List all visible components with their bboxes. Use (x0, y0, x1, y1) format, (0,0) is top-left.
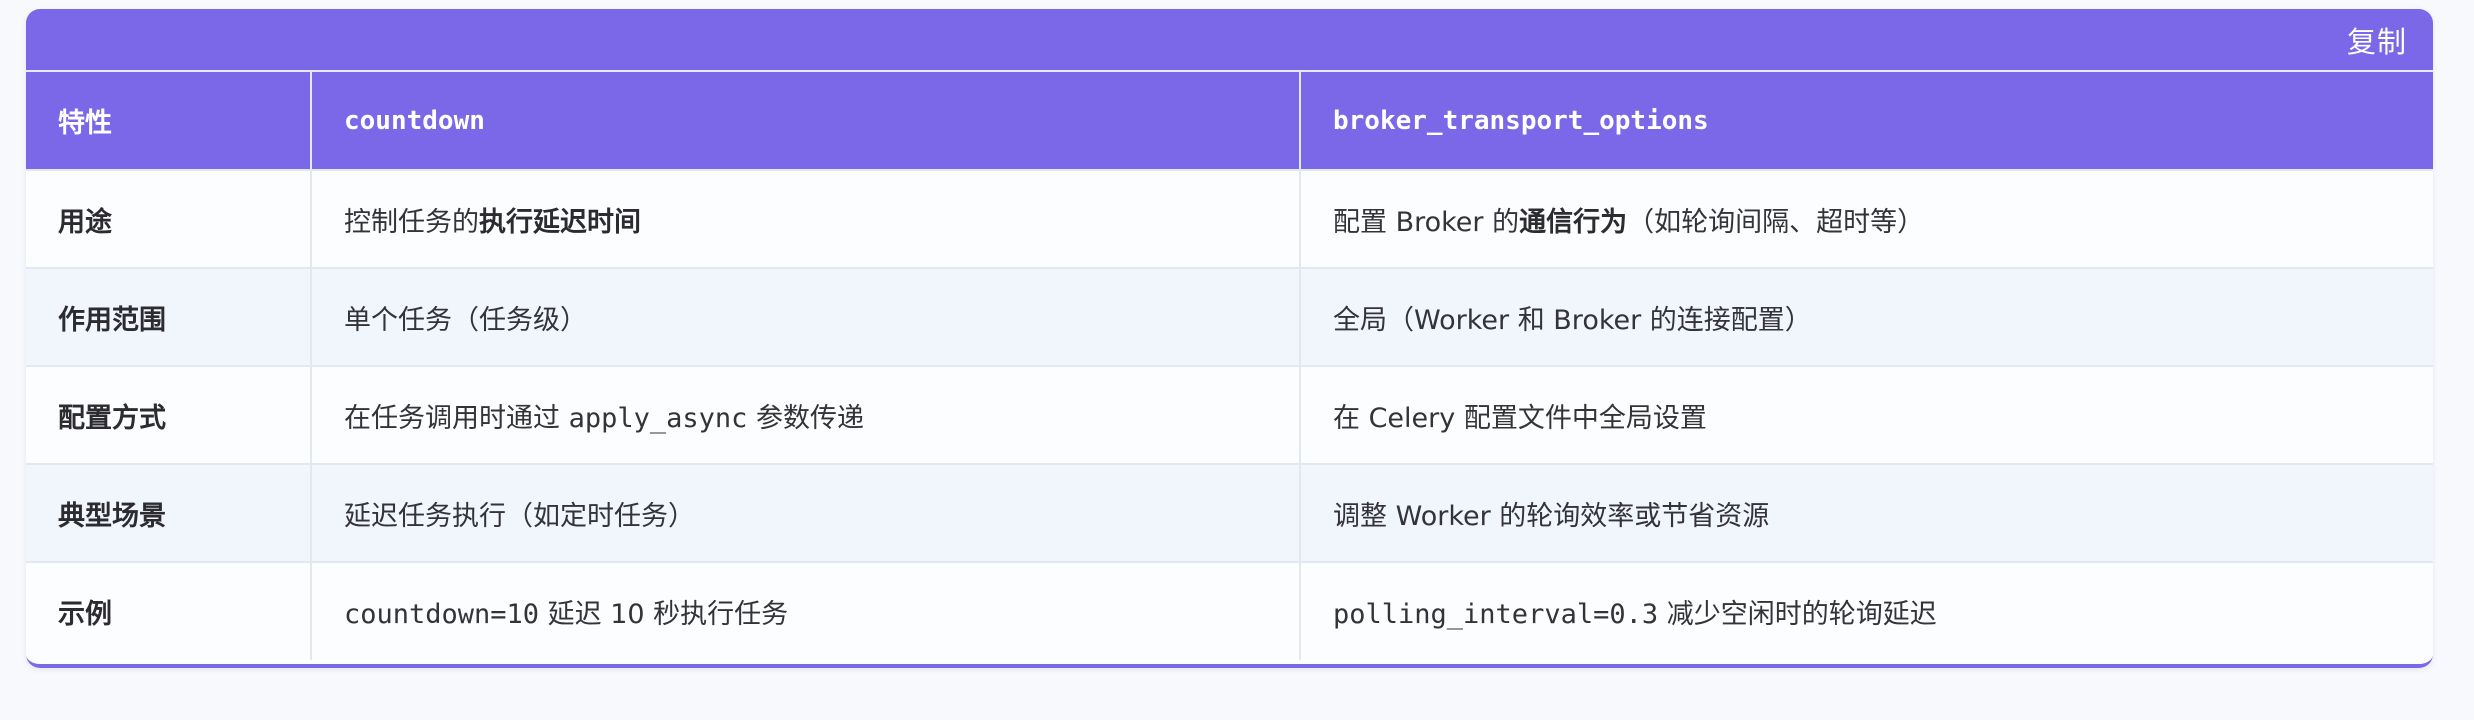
cell-text: 延迟任务执行（如定时任务） (344, 500, 695, 532)
table-row: 配置方式 在任务调用时通过 apply_async 参数传递 在 Celery … (26, 365, 2433, 464)
table-toolbar: 复制 (26, 9, 2433, 72)
table-header-row: 特性 countdown broker_transport_options (26, 72, 2433, 170)
row-label: 配置方式 (26, 365, 312, 464)
row-label: 示例 (26, 561, 312, 660)
cell-text: 控制任务的 (344, 206, 479, 238)
header-feature: 特性 (26, 72, 312, 170)
countdown-cell: 在任务调用时通过 apply_async 参数传递 (311, 365, 1301, 464)
broker-cell: 调整 Worker 的轮询效率或节省资源 (1300, 463, 2433, 562)
cell-text: （如轮询间隔、超时等） (1627, 206, 1925, 238)
inline-code: apply_async (568, 402, 748, 434)
cell-text: 减少空闲时的轮询延迟 (1658, 599, 1937, 630)
table-row: 典型场景 延迟任务执行（如定时任务） 调整 Worker 的轮询效率或节省资源 (26, 463, 2433, 562)
broker-cell: polling_interval=0.3 减少空闲时的轮询延迟 (1300, 561, 2433, 660)
cell-text: 延迟 10 秒执行任务 (539, 599, 789, 630)
inline-code: countdown=10 (344, 599, 540, 630)
cell-text: 配置 Broker 的 (1333, 206, 1520, 238)
header-countdown: countdown (311, 72, 1301, 170)
cell-text: 在任务调用时通过 (344, 402, 569, 434)
row-label: 用途 (26, 169, 312, 268)
broker-cell: 全局（Worker 和 Broker 的连接配置） (1300, 267, 2433, 366)
countdown-cell: 控制任务的执行延迟时间 (311, 169, 1301, 268)
comparison-table-card: 复制 特性 countdown broker_transport_options… (26, 9, 2433, 668)
countdown-cell: 延迟任务执行（如定时任务） (311, 463, 1301, 562)
row-label: 作用范围 (26, 267, 312, 366)
cell-emphasis: 执行延迟时间 (479, 206, 641, 238)
header-broker-transport-options: broker_transport_options (1300, 72, 2433, 170)
countdown-cell: 单个任务（任务级） (311, 267, 1301, 366)
broker-cell: 在 Celery 配置文件中全局设置 (1300, 365, 2433, 464)
table-row: 示例 countdown=10 延迟 10 秒执行任务 polling_inte… (26, 561, 2433, 660)
cell-text: 参数传递 (747, 402, 864, 434)
cell-text: 全局（Worker 和 Broker 的连接配置） (1333, 304, 1812, 336)
comparison-table: 特性 countdown broker_transport_options 用途… (26, 72, 2433, 660)
table-row: 用途 控制任务的执行延迟时间 配置 Broker 的通信行为（如轮询间隔、超时等… (26, 169, 2433, 268)
copy-button[interactable]: 复制 (2346, 24, 2407, 59)
table-row: 作用范围 单个任务（任务级） 全局（Worker 和 Broker 的连接配置） (26, 267, 2433, 366)
row-label: 典型场景 (26, 463, 312, 562)
cell-text: 调整 Worker 的轮询效率或节省资源 (1333, 500, 1770, 532)
countdown-cell: countdown=10 延迟 10 秒执行任务 (311, 561, 1301, 660)
cell-emphasis: 通信行为 (1519, 206, 1628, 238)
cell-text: 在 Celery 配置文件中全局设置 (1333, 402, 1707, 434)
cell-text: 单个任务（任务级） (344, 304, 587, 336)
inline-code: polling_interval=0.3 (1333, 599, 1659, 630)
broker-cell: 配置 Broker 的通信行为（如轮询间隔、超时等） (1300, 169, 2433, 268)
